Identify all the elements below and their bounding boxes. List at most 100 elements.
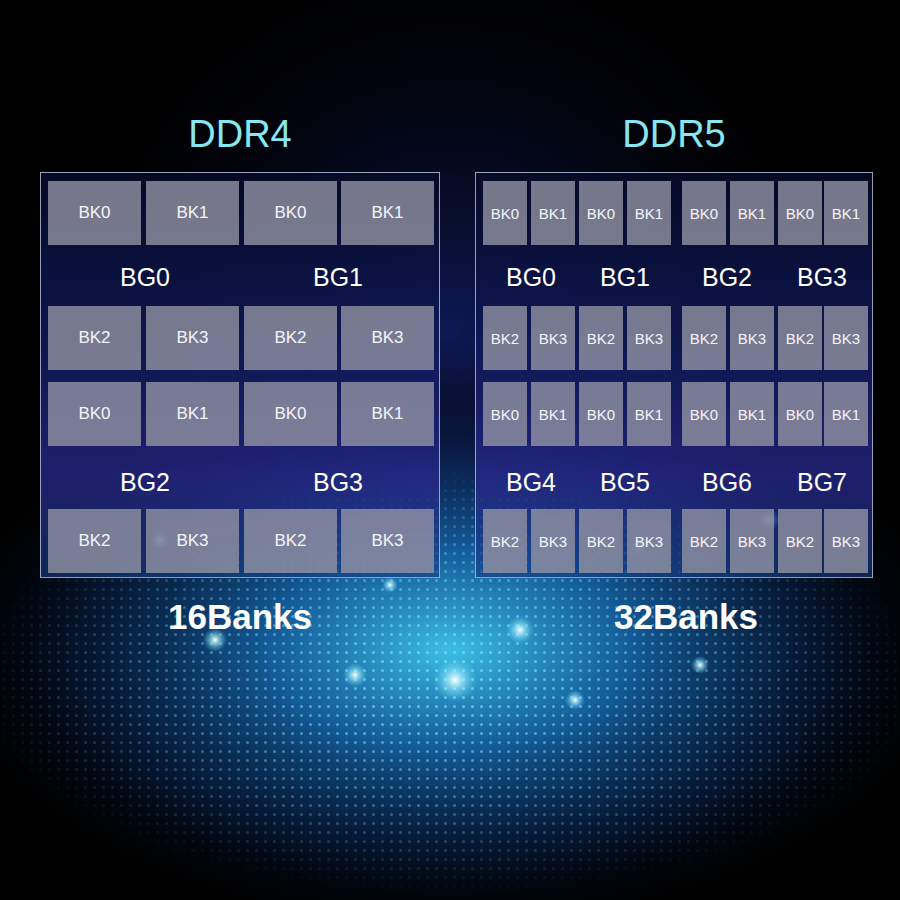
bank-box: BK0 [682, 382, 726, 446]
bank-box: BK0 [778, 382, 822, 446]
bank-label: BK2 [78, 328, 110, 348]
bank-box: BK1 [531, 181, 575, 245]
bank-box: BK1 [824, 181, 868, 245]
bank-box: BK3 [341, 306, 434, 370]
bank-label: BK1 [371, 203, 403, 223]
bank-label: BK1 [176, 404, 208, 424]
bank-box: BK1 [341, 382, 434, 446]
bank-label: BK0 [690, 205, 718, 222]
bank-box: BK2 [682, 306, 726, 370]
bank-label: BK1 [832, 406, 860, 423]
bank-group-label: BG0 [120, 263, 170, 292]
bank-box: BK0 [483, 181, 527, 245]
bank-label: BK2 [786, 533, 814, 550]
panel-heading: DDR4 [41, 113, 439, 156]
bank-box: BK1 [730, 382, 774, 446]
bank-label: BK2 [690, 330, 718, 347]
bank-count: 32Banks [614, 597, 758, 637]
bank-group-label: BG2 [120, 468, 170, 497]
panel-heading: DDR5 [476, 113, 872, 156]
bank-label: BK2 [274, 531, 306, 551]
bank-box: BK2 [579, 509, 623, 573]
bank-group-label: BG4 [506, 468, 556, 497]
bank-label: BK0 [786, 406, 814, 423]
bank-label: BK3 [738, 330, 766, 347]
bank-box: BK1 [531, 382, 575, 446]
bank-label: BK1 [635, 205, 663, 222]
bank-group-label: BG3 [313, 468, 363, 497]
bank-box: BK3 [531, 509, 575, 573]
bank-label: BK0 [587, 205, 615, 222]
bank-box: BK3 [824, 509, 868, 573]
bank-box: BK3 [730, 306, 774, 370]
bank-label: BK3 [371, 531, 403, 551]
bank-label: BK0 [786, 205, 814, 222]
bank-box: BK1 [341, 181, 434, 245]
bank-label: BK2 [786, 330, 814, 347]
bank-box: BK3 [531, 306, 575, 370]
bank-box: BK0 [48, 181, 141, 245]
bank-box: BK0 [682, 181, 726, 245]
bank-label: BK1 [176, 203, 208, 223]
bank-box: BK3 [146, 509, 239, 573]
bank-label: BK3 [832, 533, 860, 550]
bank-box: BK2 [682, 509, 726, 573]
bank-group-label: BG1 [600, 263, 650, 292]
bank-label: BK1 [738, 205, 766, 222]
memory-chip-panel: DDR4BK0BK1BK0BK1BK2BK3BK2BK3BK0BK1BK0BK1… [40, 172, 440, 578]
bank-box: BK3 [730, 509, 774, 573]
bank-label: BK3 [738, 533, 766, 550]
bank-box: BK1 [146, 181, 239, 245]
bank-box: BK0 [778, 181, 822, 245]
bank-group-label: BG7 [797, 468, 847, 497]
bank-box: BK2 [48, 509, 141, 573]
bank-box: BK2 [483, 509, 527, 573]
bank-box: BK1 [730, 181, 774, 245]
bank-label: BK1 [832, 205, 860, 222]
bank-group-label: BG5 [600, 468, 650, 497]
bank-group-label: BG3 [797, 263, 847, 292]
bank-label: BK3 [539, 330, 567, 347]
bank-box: BK2 [48, 306, 141, 370]
bank-label: BK1 [738, 406, 766, 423]
bank-box: BK2 [579, 306, 623, 370]
bank-label: BK2 [78, 531, 110, 551]
bank-box: BK3 [824, 306, 868, 370]
bank-box: BK3 [146, 306, 239, 370]
bank-group-label: BG2 [702, 263, 752, 292]
bank-label: BK1 [635, 406, 663, 423]
bank-box: BK3 [627, 306, 671, 370]
bank-label: BK0 [491, 406, 519, 423]
bank-label: BK3 [176, 531, 208, 551]
bank-label: BK2 [274, 328, 306, 348]
bank-box: BK0 [48, 382, 141, 446]
bank-box: BK2 [778, 306, 822, 370]
bank-box: BK1 [824, 382, 868, 446]
bank-box: BK3 [627, 509, 671, 573]
bank-label: BK2 [491, 533, 519, 550]
bank-label: BK3 [832, 330, 860, 347]
bank-count: 16Banks [168, 597, 312, 637]
bank-label: BK3 [371, 328, 403, 348]
bank-box: BK2 [244, 509, 337, 573]
bank-label: BK2 [587, 533, 615, 550]
bank-box: BK1 [146, 382, 239, 446]
bank-label: BK3 [176, 328, 208, 348]
bank-label: BK3 [635, 533, 663, 550]
memory-chip-panel: DDR5BK0BK1BK0BK1BK0BK1BK0BK1BK2BK3BK2BK3… [475, 172, 873, 578]
bank-label: BK1 [371, 404, 403, 424]
bank-label: BK0 [274, 203, 306, 223]
bank-label: BK2 [587, 330, 615, 347]
bank-label: BK1 [539, 205, 567, 222]
bank-group-label: BG1 [313, 263, 363, 292]
bank-box: BK1 [627, 181, 671, 245]
bank-label: BK0 [690, 406, 718, 423]
bank-box: BK2 [778, 509, 822, 573]
bank-label: BK0 [491, 205, 519, 222]
bank-label: BK0 [78, 404, 110, 424]
bank-box: BK2 [483, 306, 527, 370]
bank-box: BK0 [244, 382, 337, 446]
bank-box: BK2 [244, 306, 337, 370]
bank-label: BK0 [274, 404, 306, 424]
